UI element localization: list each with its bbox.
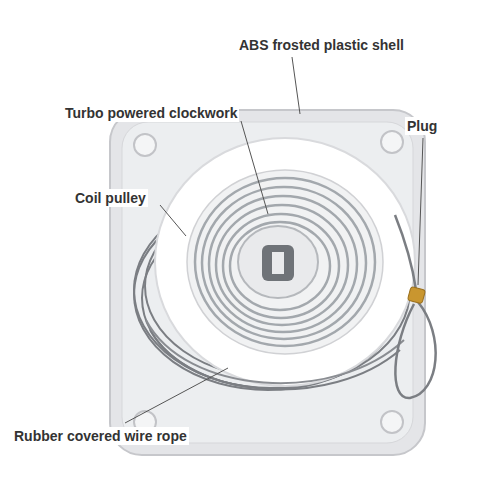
callout-label: ABS frosted plastic shell [237, 36, 406, 54]
screw-hole [381, 131, 403, 153]
screw-hole [134, 134, 156, 156]
callout-label: Plug [405, 117, 439, 135]
wire-coil-front [150, 330, 400, 389]
brass-plug [407, 286, 425, 303]
clock-spring [195, 178, 375, 346]
callout-label: Coil pulley [73, 189, 148, 207]
pulley-hole [187, 170, 383, 354]
wire-coil-front [146, 320, 404, 383]
spring-hub [238, 226, 318, 298]
callout-label: Turbo powered clockwork [63, 104, 239, 122]
plastic-shell [110, 110, 425, 455]
wire-loop [395, 302, 435, 398]
coil-pulley [155, 138, 415, 386]
callout-label: Rubber covered wire rope [12, 427, 189, 445]
wire-tail [395, 215, 416, 290]
screw-hole [381, 411, 403, 433]
